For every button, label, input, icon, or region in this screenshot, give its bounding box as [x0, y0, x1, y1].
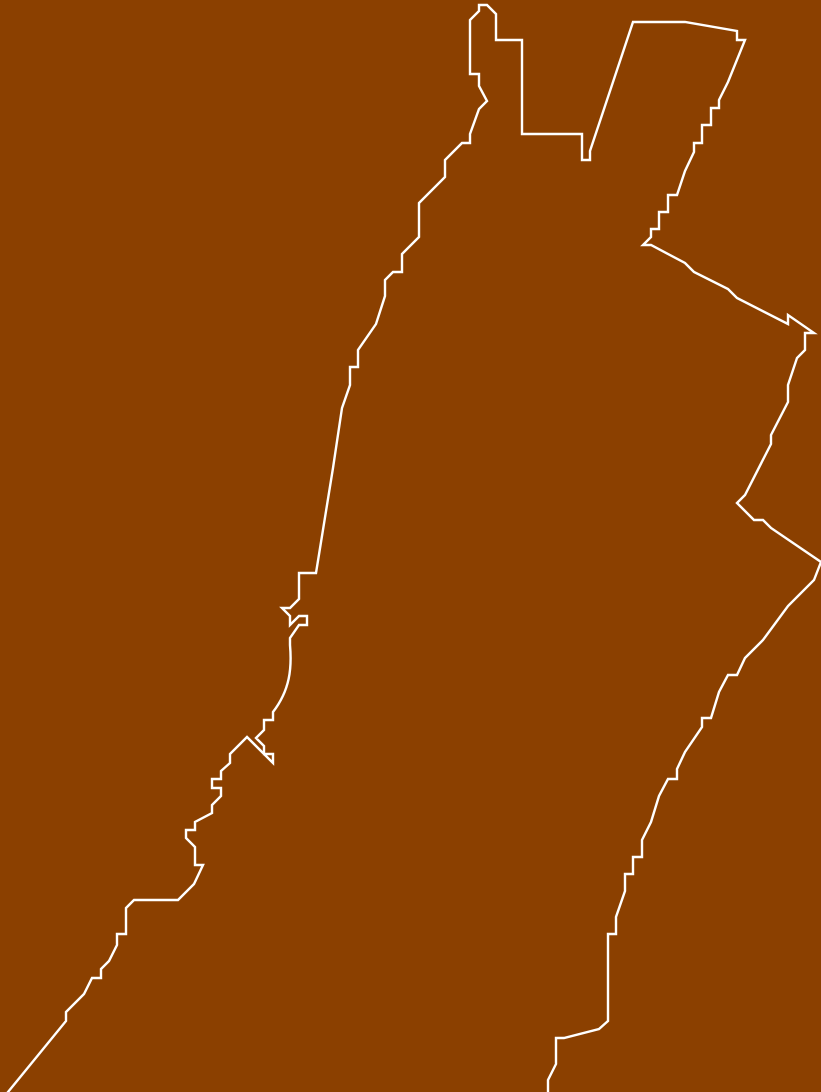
region-boundary-outline [6, 3, 821, 1092]
